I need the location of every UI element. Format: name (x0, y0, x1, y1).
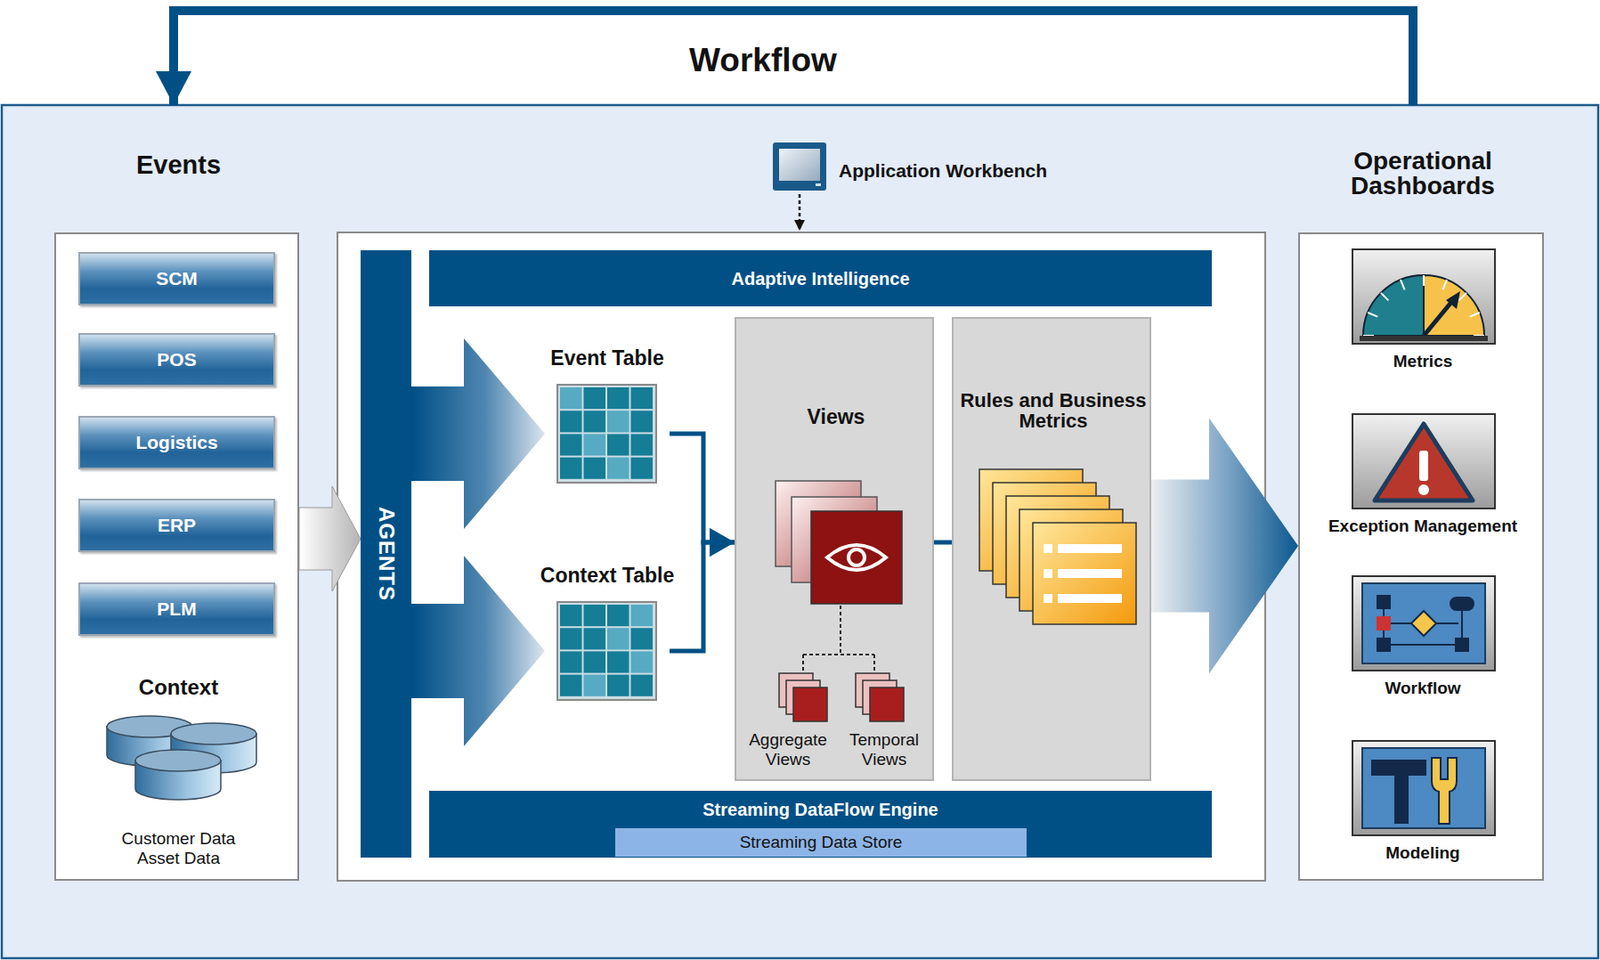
dashboard-panel: Operational DashboardsMetricsException M… (1298, 232, 1544, 881)
node-icon (1351, 413, 1496, 510)
node-label: Exception Management (1314, 516, 1532, 537)
views-panel: ViewsAggregate ViewsTemporal Views (734, 316, 935, 781)
node-icon (771, 142, 829, 193)
node-label: Streaming Data Store (739, 832, 903, 853)
dashboard-icon: Exception Management (1317, 409, 1528, 561)
diagram-title: Workflow (584, 41, 942, 80)
flow-arrow (411, 555, 545, 747)
node-label: Temporal Views (836, 730, 933, 770)
node-icon (1351, 575, 1496, 672)
source-button: POS (78, 332, 276, 387)
node-label: Workflow (1314, 678, 1532, 699)
source-button: SCM (78, 251, 276, 306)
source-button: PLM (78, 582, 276, 636)
node-icon (779, 673, 829, 722)
node-label: AGENTS (373, 506, 399, 602)
connector-line (173, 10, 1414, 106)
node-icon (60, 712, 297, 802)
node-label: Logistics (135, 431, 218, 454)
node-label: Modeling (1314, 843, 1532, 863)
outer-panel (1, 105, 1599, 959)
node-label: Operational Dashboards (1299, 148, 1546, 199)
node-body: Customer Data Asset Data (112, 828, 246, 870)
flow-arrow (1151, 418, 1299, 675)
node-label: Adaptive Intelligence (730, 268, 910, 289)
node-label: Metrics (1314, 351, 1532, 372)
node-label: Events (56, 150, 301, 180)
node-icon (1351, 248, 1496, 345)
node-icon (557, 601, 657, 700)
node-label: Rules and Business Metrics (959, 389, 1147, 431)
node-label: Event Table (531, 346, 683, 370)
connector-line (798, 194, 802, 231)
node-label: Aggregate Views (739, 730, 837, 770)
node-icon (855, 673, 906, 722)
source-panel: EventsSCMPOSLogisticsERPPLMContextCustom… (54, 232, 300, 881)
data-store: Streaming Data Store (615, 828, 1027, 857)
flow-arrow (299, 486, 361, 592)
node-icon (979, 469, 1140, 628)
view-icon: Temporal Views (834, 667, 935, 777)
node-label: Views (736, 405, 936, 429)
node-label: Application Workbench (838, 157, 1092, 185)
dashboard-icon: Modeling (1317, 736, 1528, 888)
node-icon (1351, 739, 1496, 837)
connector-line (669, 542, 735, 651)
context-database: ContextCustomer Data Asset Data (60, 672, 297, 879)
node-label: Context Table (527, 563, 688, 587)
connector-line (669, 433, 735, 543)
node-label: Streaming DataFlow Engine (429, 799, 1212, 821)
event-table: Event Table (544, 342, 670, 486)
view-icon: Aggregate Views (738, 667, 838, 777)
node-label: SCM (155, 268, 198, 290)
source-button: ERP (78, 498, 276, 553)
context-table: Context Table (544, 560, 670, 703)
workbench-icon: Application Workbench (771, 140, 1092, 195)
rules-panel: Rules and Business Metrics (951, 316, 1152, 781)
agents-band: AGENTS (360, 250, 412, 858)
node-label: PLM (156, 598, 196, 620)
engine-band: Streaming DataFlow EngineStreaming Data … (429, 790, 1212, 858)
node-label: Context (60, 674, 297, 700)
node-icon (557, 384, 657, 483)
flow-arrow (411, 338, 545, 529)
node-icon (736, 318, 936, 783)
dashboard-icon: Metrics (1317, 244, 1528, 397)
node-label: POS (156, 349, 196, 371)
engine-panel (337, 232, 1266, 881)
dashboard-icon: Workflow (1317, 571, 1528, 723)
source-button: Logistics (78, 415, 276, 470)
intelligence-band: Adaptive Intelligence (429, 250, 1212, 307)
node-label: ERP (157, 514, 196, 537)
